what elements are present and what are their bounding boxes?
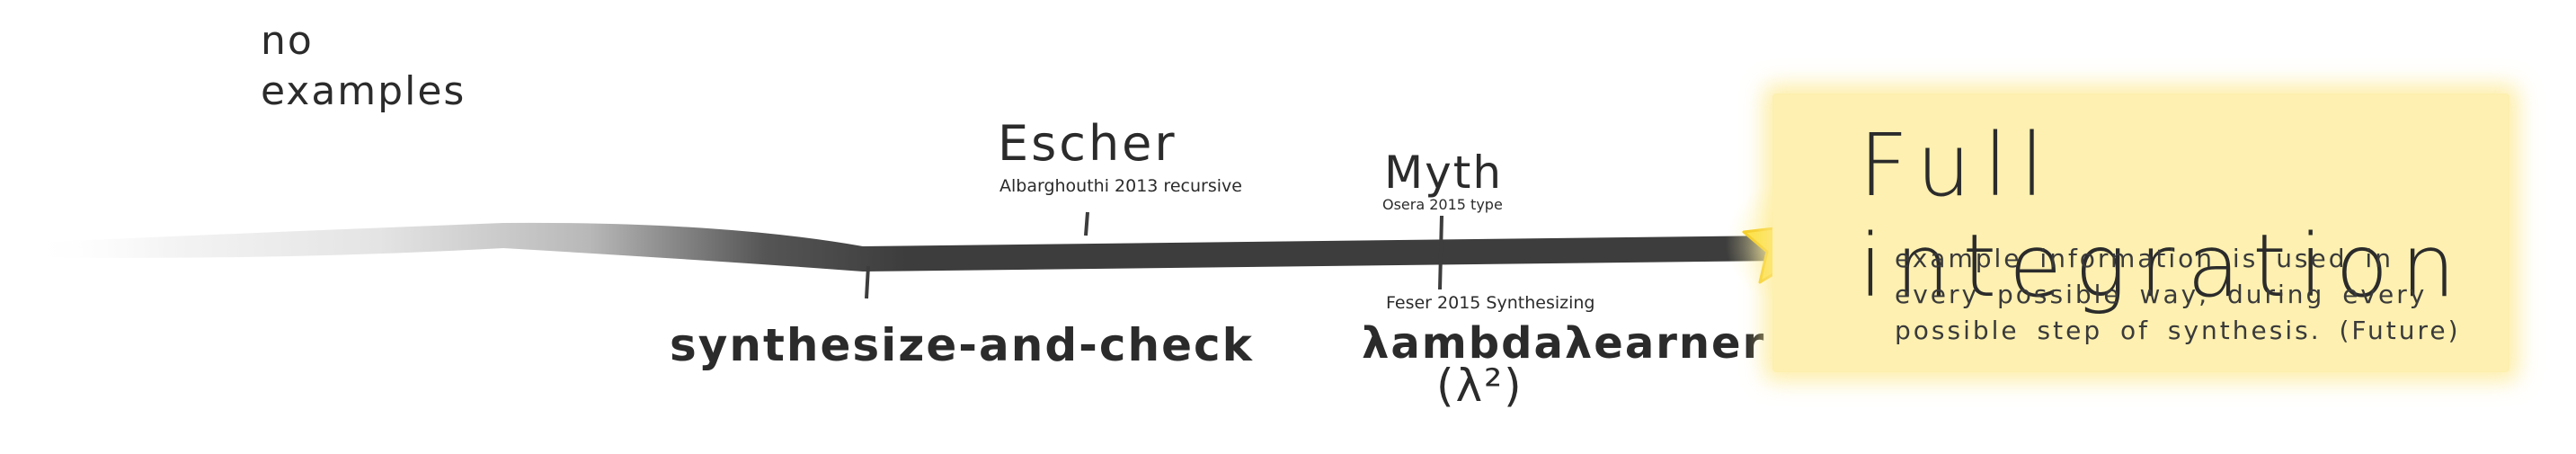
tick-synthesize-and-check [865,265,870,299]
escher-title: Escher [998,115,1177,172]
escher-reference: Albarghouthi 2013 recursive [999,176,1242,196]
full-integration-description: example information is used in every pos… [1895,244,2461,345]
timeline-bar [27,222,1784,272]
myth-title: Myth [1384,147,1504,199]
full-integration-title: Full integration [1859,115,2469,316]
no-examples-line1: no [261,18,314,64]
lambda-learner-reference: Feser 2015 Synthesizing [1386,293,1595,313]
myth-reference: Osera 2015 type [1382,196,1503,213]
synthesize-and-check-title: synthesize-and-check [670,319,1254,371]
tick-myth [1438,215,1443,290]
no-examples-line2: examples [261,68,466,114]
no-examples-label: no examples [261,16,466,117]
lambda-learner-title: λambdaλearner [1362,318,1766,369]
full-integration-card [1772,93,2509,372]
tick-escher [1084,211,1089,236]
lambda-learner-subtitle: (λ²) [1436,360,1523,412]
